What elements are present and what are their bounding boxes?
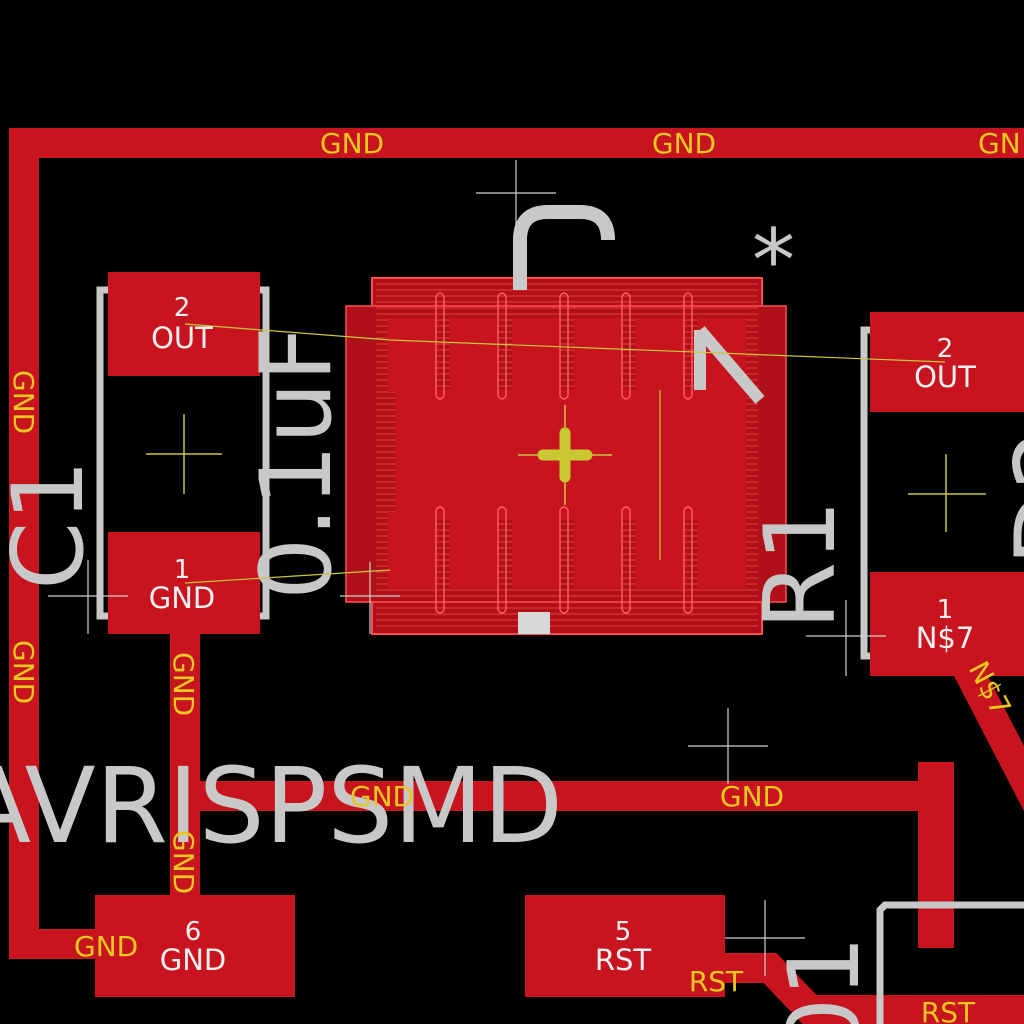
net-label-gnd-c1-down-2: GND xyxy=(167,830,200,894)
net-label-gnd-mid-2: GND xyxy=(720,780,784,813)
ic-side-pad xyxy=(398,436,462,476)
ic-orientation-line xyxy=(694,326,765,404)
ic-pin-pad xyxy=(450,512,498,588)
d2-pad2-net: OUT xyxy=(914,360,976,394)
c1-pad1-net: GND xyxy=(149,581,216,615)
ic-pin-pad xyxy=(450,318,498,392)
ic-pin-pad xyxy=(636,318,684,392)
net-label-gnd-left-2: GND xyxy=(7,640,40,704)
crosshair-ic xyxy=(340,562,400,634)
net-label-rst-1: RST xyxy=(689,965,744,998)
c1-pad2-number: 2 xyxy=(174,293,191,323)
ic-side-pad xyxy=(668,436,732,476)
ns7-pad-right xyxy=(998,572,1024,676)
ic-pin-pad xyxy=(512,512,560,588)
ic-thermal-relief xyxy=(559,292,569,614)
pads xyxy=(95,272,1024,997)
c1-pad-2 xyxy=(108,272,260,376)
net-label-gnd-left-1: GND xyxy=(7,370,40,434)
net-label-gnd-top-2: GND xyxy=(652,127,716,160)
ic-pin-pad xyxy=(388,318,436,392)
c1-outline xyxy=(96,286,270,620)
header-outline xyxy=(876,901,1024,1024)
r1-name-label: R1 xyxy=(744,500,858,630)
ns7-trace xyxy=(939,634,1024,811)
ic-pin-pad xyxy=(574,512,622,588)
header-pad-6 xyxy=(95,895,295,997)
net-label-gnd-top-3: GN xyxy=(978,127,1021,160)
rst-trace xyxy=(685,953,1024,1024)
d2-origin xyxy=(908,454,986,532)
pad-labels: 2 OUT 1 GND 2 OUT 1 N$7 6 GND 5 RST xyxy=(149,293,976,977)
net-label-gnd-top-1: GND xyxy=(320,127,384,160)
d2-name-label: D2 xyxy=(995,428,1024,566)
crosshair-c1 xyxy=(48,560,128,634)
origin-crosshairs xyxy=(48,160,886,976)
c1-pad1-number: 1 xyxy=(174,555,191,585)
ic-thermal-relief xyxy=(435,292,445,614)
header-pad5-number: 5 xyxy=(615,917,632,947)
ic-pin-pad xyxy=(698,512,746,588)
crosshair-pad5 xyxy=(725,900,805,976)
ratsnest xyxy=(146,323,986,584)
ic-thermal-relief xyxy=(621,292,631,614)
ic-thermal-relief xyxy=(683,292,693,614)
ic-pin-pad xyxy=(512,318,560,392)
crosshair-r1 xyxy=(806,600,886,676)
crosshair-u xyxy=(476,160,556,232)
net-labels: GND GND GN GND GND GND GND GND GND GND N… xyxy=(7,127,1021,1024)
c1-value-label: 0.1uF xyxy=(240,326,354,600)
ic-origin-mark xyxy=(537,427,593,483)
ic-pin-pad xyxy=(388,512,436,588)
gnd-trace-outer xyxy=(9,128,1024,959)
airwire-out xyxy=(184,323,946,363)
header-pad6-number: 6 xyxy=(185,917,202,947)
ic-pin-pad xyxy=(574,318,622,392)
net-label-rst-2: RST xyxy=(921,996,976,1024)
net-label-gnd-c1-down-1: GND xyxy=(167,652,200,716)
header-name-label: AVRISPSMD xyxy=(0,745,563,867)
d2-pad1-number: 1 xyxy=(937,595,954,625)
ic-marker-star: * xyxy=(752,211,795,311)
airwire-gnd xyxy=(184,569,391,584)
copper-traces xyxy=(9,128,1024,1024)
d2-outline xyxy=(860,326,870,660)
d2-pad-2 xyxy=(870,312,1024,412)
crosshair-header xyxy=(688,708,768,784)
header-extra-label: 01 xyxy=(768,935,882,1024)
header-pad6-net: GND xyxy=(160,943,227,977)
d2-pad1-net: N$7 xyxy=(916,621,975,655)
ic-pin1-marker xyxy=(518,612,550,634)
d2-pad2-number: 2 xyxy=(937,334,954,364)
net-label-gnd-mid-1: GND xyxy=(350,780,414,813)
header-pad5-net: RST xyxy=(595,943,652,977)
net-label-gnd-bottom: GND xyxy=(74,930,138,963)
c1-name-label: C1 xyxy=(0,459,106,590)
ic-thermal-relief xyxy=(497,292,507,614)
c1-pad2-net: OUT xyxy=(151,321,213,355)
u-letter xyxy=(513,205,615,290)
c1-pad-1 xyxy=(108,532,260,634)
header-pad-5 xyxy=(525,895,725,997)
c1-origin xyxy=(146,414,222,494)
